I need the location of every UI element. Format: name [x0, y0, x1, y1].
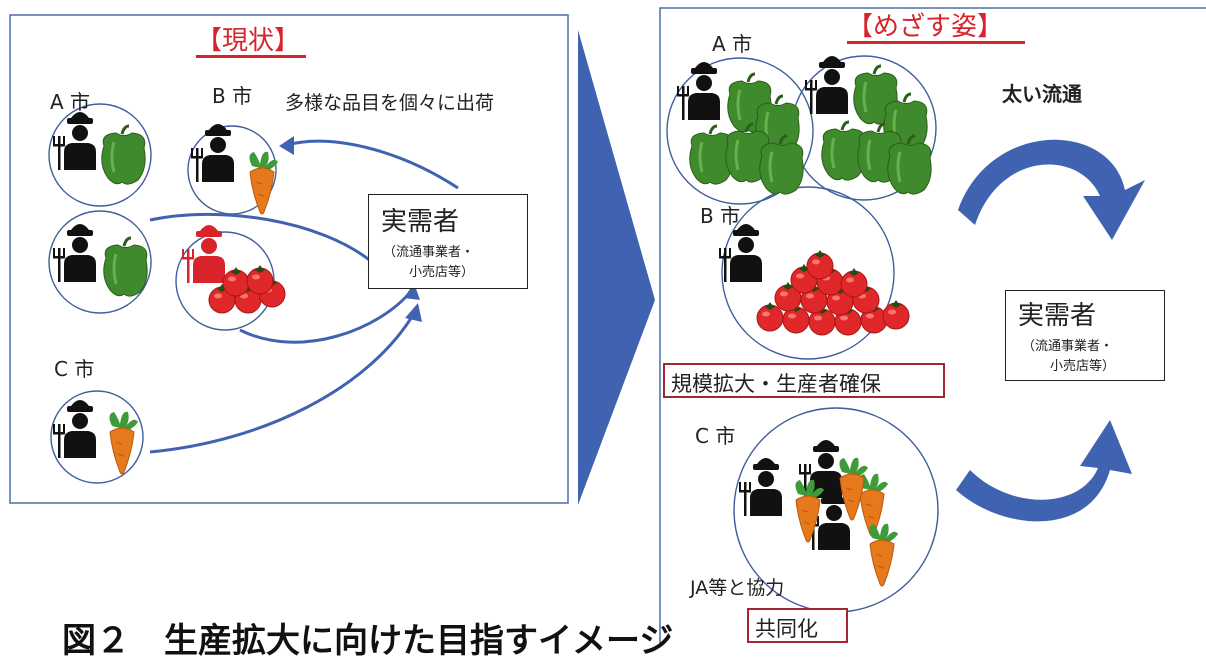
ja-cooperation-label: JA等と協力	[690, 577, 785, 599]
tomato-icon	[806, 249, 834, 280]
diagram-graphics	[9, 7, 1206, 646]
scale-expansion-label: 規模拡大・生産者確保	[663, 363, 945, 398]
left-city-a-label: A 市	[50, 90, 91, 114]
figure-caption: 図２ 生産拡大に向けた目指すイメージ	[62, 621, 674, 661]
right-circle-b	[721, 186, 895, 360]
left-buyer-title: 実需者	[381, 207, 460, 237]
thick-flow-label: 太い流通	[1002, 82, 1082, 106]
shipping-note: 多様な品目を個々に出荷	[285, 92, 495, 114]
farmer-icon-red	[182, 225, 225, 283]
joint-label: 共同化	[747, 608, 848, 643]
carrot-icon	[868, 523, 899, 587]
transition-arrow-icon	[578, 30, 655, 505]
left-panel-frame	[9, 14, 569, 504]
left-panel-title: 【現状】	[196, 26, 301, 56]
left-title-underline	[196, 55, 306, 58]
farmer-icon	[677, 62, 720, 120]
farmer-icon	[191, 124, 234, 182]
right-buyer-title: 実需者	[1018, 301, 1097, 331]
arrow-head-icon	[404, 283, 420, 300]
arrow-head-icon	[405, 303, 422, 322]
farmer-icon	[805, 56, 848, 114]
left-city-c-label: C 市	[54, 357, 95, 381]
flow-curve-c	[149, 309, 418, 454]
tomato-icon	[222, 266, 250, 297]
right-panel-title: 【めざす姿】	[847, 12, 1004, 42]
right-city-a-label: A 市	[712, 32, 753, 56]
right-city-c-label: C 市	[695, 424, 736, 448]
thick-flow-arrow-icon	[956, 420, 1132, 522]
left-buyer-box: 実需者 （流通事業者・ 小売店等）	[368, 194, 528, 289]
flow-curve-b2	[239, 289, 414, 344]
left-city-b-label: B 市	[212, 84, 253, 108]
thick-flow-arrow-icon	[958, 139, 1145, 240]
tomato-icon	[246, 264, 274, 295]
farmer-icon	[53, 112, 96, 170]
left-circle-c	[50, 390, 144, 484]
right-city-b-label: B 市	[700, 204, 741, 228]
flow-curve-b1	[282, 139, 459, 190]
arrow-head-icon	[279, 136, 294, 155]
right-panel-frame	[659, 7, 1206, 646]
left-buyer-sub1: （流通事業者・	[383, 245, 475, 260]
tomato-icon	[882, 299, 910, 330]
right-title-underline	[847, 41, 1025, 44]
flow-curve-a2	[149, 212, 373, 264]
tomato-icon	[840, 267, 868, 298]
farmer-icon	[719, 224, 762, 282]
pepper-icon	[102, 236, 149, 298]
farmer-icon	[53, 400, 96, 458]
right-buyer-sub2: 小売店等）	[1050, 359, 1116, 374]
farmer-icon	[739, 458, 782, 516]
farmer-icon	[53, 224, 96, 282]
right-circle-a1	[666, 57, 814, 205]
left-circle-a1	[48, 103, 152, 207]
left-buyer-sub2: 小売店等）	[409, 265, 475, 280]
right-buyer-sub1: （流通事業者・	[1022, 339, 1114, 354]
pepper-icon	[100, 124, 147, 186]
right-buyer-box: 実需者 （流通事業者・ 小売店等）	[1005, 290, 1165, 381]
left-circle-a2	[48, 210, 152, 314]
